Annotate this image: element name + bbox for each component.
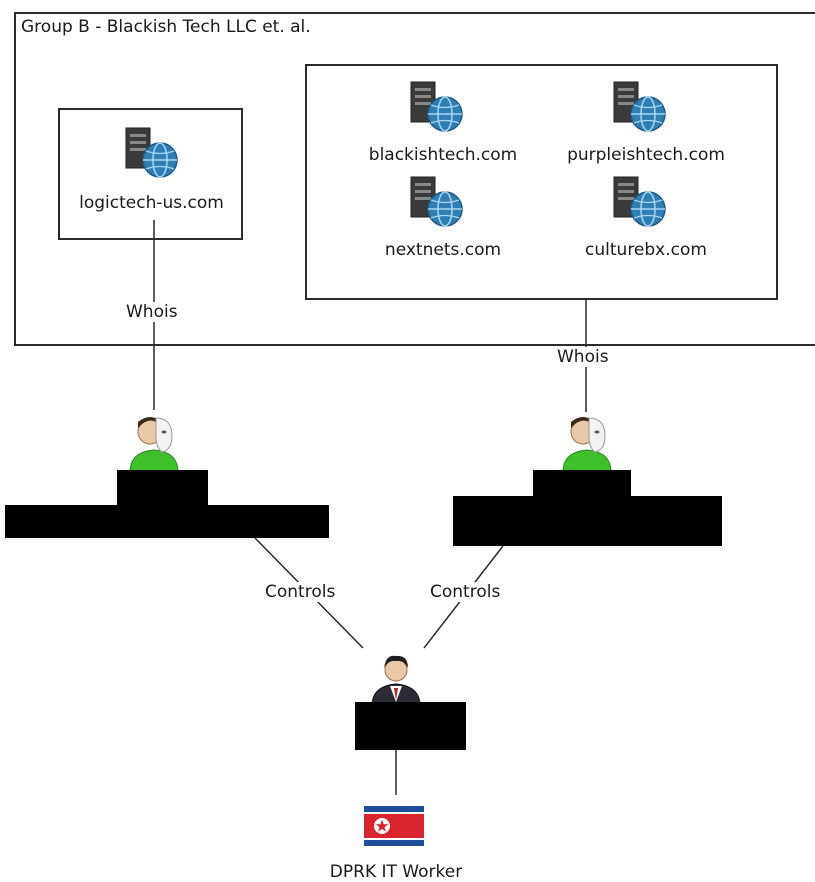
- masked-person-icon: [129, 417, 179, 472]
- server-globe-icon: [410, 81, 463, 132]
- server-globe-icon: [613, 176, 666, 227]
- edge-label-whois-right: Whois: [555, 347, 611, 367]
- north-korea-flag-icon: [364, 806, 424, 846]
- server-globe-icon: [410, 176, 463, 227]
- businessman-icon: [371, 655, 421, 706]
- domains-box: [305, 64, 778, 300]
- node-logictech-label: logictech-us.com: [79, 193, 224, 213]
- node-culturebx-label: culturebx.com: [585, 240, 707, 260]
- redaction-right-top: [533, 470, 631, 498]
- edge-label-controls-left: Controls: [263, 582, 338, 602]
- server-globe-icon: [613, 81, 666, 132]
- redaction-left-bottom: [5, 505, 329, 538]
- node-dprk-label: DPRK IT Worker: [329, 862, 463, 882]
- redaction-right-bottom: [453, 496, 722, 546]
- masked-person-icon: [562, 417, 612, 472]
- group-title: Group B - Blackish Tech LLC et. al.: [21, 17, 311, 37]
- redaction-worker: [355, 702, 466, 750]
- edge-label-whois-left: Whois: [124, 302, 180, 322]
- redaction-left-top: [117, 470, 208, 506]
- node-purpleishtech-label: purpleishtech.com: [567, 145, 725, 165]
- node-nextnets-label: nextnets.com: [384, 240, 502, 260]
- edge-label-controls-right: Controls: [428, 582, 503, 602]
- node-blackishtech-label: blackishtech.com: [368, 145, 518, 165]
- server-globe-icon: [125, 127, 178, 178]
